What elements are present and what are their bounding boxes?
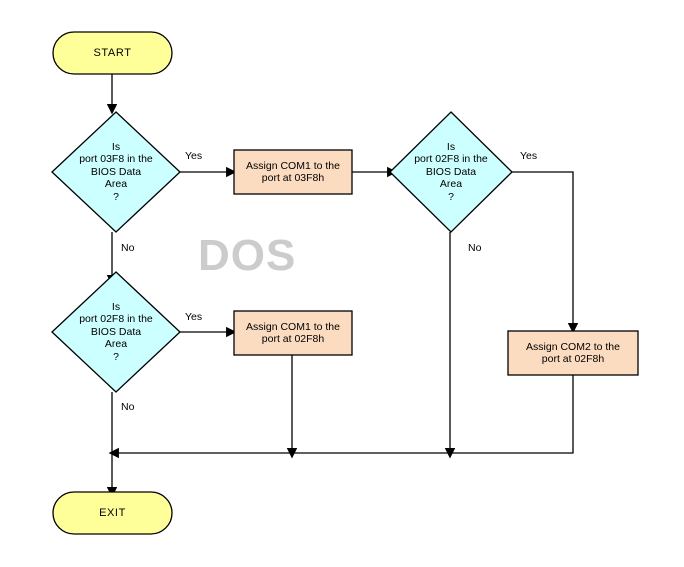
shape-process-com1-02f8 [233,310,353,356]
connector-yes-02f8-top-to-process-com2 [512,171,579,334]
edge-label-no-03f8: No [121,242,135,254]
shape-decision-02f8-top [389,111,513,233]
shape-start-terminal [52,31,173,75]
edge-label-yes-02f8-bottom: Yes [185,311,203,323]
edge-label-yes-02f8-top: Yes [520,150,538,162]
edge-label-yes-03f8: Yes [185,150,203,162]
edge-label-no-02f8-bottom: No [121,401,135,413]
shape-decision-02f8-bottom [51,271,181,393]
edge-label-no-02f8-top: No [468,242,482,254]
shape-process-com1-03f8 [233,149,353,195]
dos-watermark: DOS [198,231,297,280]
shape-process-com2-02f8 [507,330,639,376]
shape-exit-terminal [52,491,173,535]
connector-process-com2-to-bus [108,375,574,459]
shape-decision-03f8 [51,111,181,233]
